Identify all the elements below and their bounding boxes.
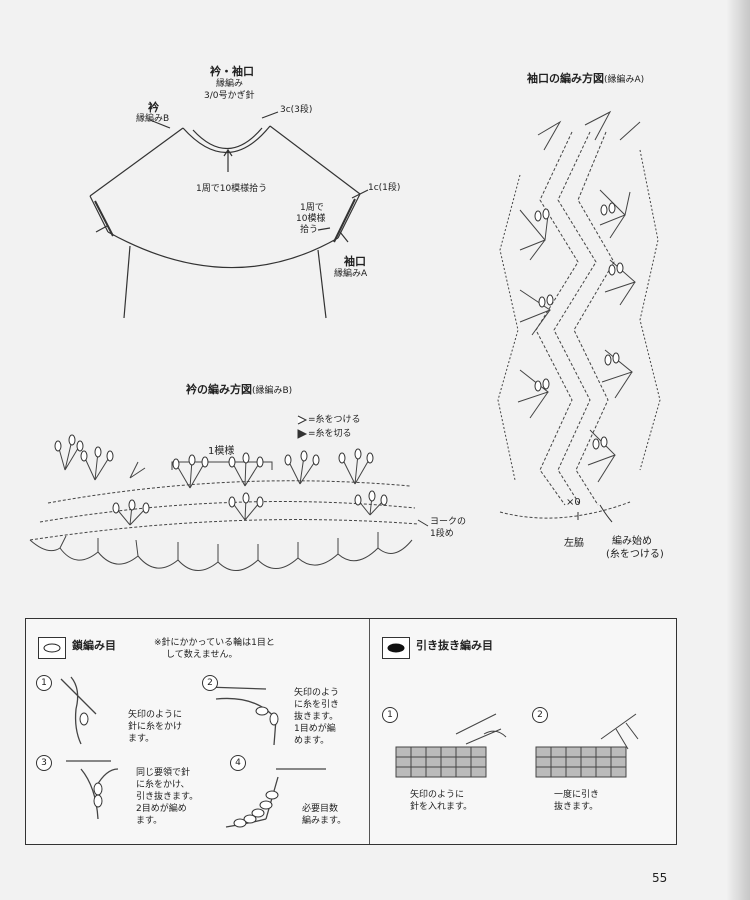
technique-panel: 鎖編み目 ※針にかかっている輪は1目と して数えません。 1 矢印のように 針に… <box>25 618 677 845</box>
chain-step-4-line-2: 編みます。 <box>302 816 347 826</box>
cuff-label: 袖口 <box>344 255 366 268</box>
page-number: 55 <box>652 871 668 885</box>
chain-step-3-line-4: 2目めが編め <box>136 804 187 814</box>
chain-note-line-1: ※針にかかっている輪は1目と <box>154 638 275 648</box>
collar-stitch-label: 縁編みB <box>136 114 170 124</box>
cuff-start-note: (糸をつける) <box>606 549 664 560</box>
chain-steps-illustration <box>60 676 326 828</box>
slip-step-2-line-1: 一度に引き <box>554 790 600 800</box>
chain-step-2-line-1: 矢印のよう <box>294 688 340 698</box>
slip-step-1-line-2: 針を入れます。 <box>410 802 473 812</box>
panel-divider <box>369 619 370 844</box>
yoke-label-line-1: ヨークの <box>430 517 467 527</box>
collar-cuff-hook: 3/0号かぎ針 <box>204 91 255 101</box>
collar-diagram-title: 衿の編み方図(縁編みB) <box>186 383 293 397</box>
repeat-label: 1模様 <box>208 446 235 457</box>
cuff-diagram-subtitle: (縁編みA) <box>604 75 645 85</box>
chain-step-3-line-3: 引き抜きます。 <box>136 792 199 802</box>
collar-label: 衿 <box>148 101 159 114</box>
cuff-pickup-line-3: 拾う <box>300 225 319 235</box>
chain-step-3-line-1: 同じ要領で針 <box>136 768 191 778</box>
chain-step-1-line-3: ます。 <box>128 734 155 744</box>
collar-cuff-title: 衿・袖口 <box>210 65 254 78</box>
collar-diagram-title-text: 衿の編み方図 <box>186 383 252 396</box>
collar-rounds-label: 3c(3段) <box>280 105 313 115</box>
cuff-start-label: 編み始め <box>612 536 652 547</box>
collar-pickup-label: 1周で10模様拾う <box>196 184 268 194</box>
cuff-rounds-label: 1c(1段) <box>368 183 401 193</box>
collar-diagram-subtitle: (縁編みB) <box>252 386 293 396</box>
collar-cuff-stitch: 縁編み <box>216 79 244 89</box>
chain-step-3-line-5: ます。 <box>136 816 163 826</box>
chain-note-line-2: して数えません。 <box>166 650 238 660</box>
chain-step-1-line-2: 針に糸をかけ <box>128 722 183 732</box>
legend-cut-label: =糸を切る <box>308 429 352 439</box>
cuff-diagram-title-text: 袖口の編み方図 <box>527 72 604 85</box>
cuff-pickup-line-2: 10模様 <box>296 214 326 224</box>
slip-stitch-title: 引き抜き編み目 <box>416 639 493 652</box>
slip-step-1-number: 1 <box>382 707 398 723</box>
chain-step-2-line-4: 1目めが編 <box>294 724 336 734</box>
chain-step-2-line-5: めます。 <box>294 736 330 746</box>
slip-stitch-symbol <box>382 637 410 659</box>
chain-step-1-number: 1 <box>36 675 52 691</box>
chain-step-3-line-2: に糸をかけ、 <box>136 780 190 790</box>
slip-oval-icon <box>387 643 405 653</box>
legend-attach-label: =糸をつける <box>308 415 361 425</box>
chain-step-2-number: 2 <box>202 675 218 691</box>
cuff-pickup-line-1: 1周で <box>300 203 324 213</box>
slip-step-1-line-1: 矢印のように <box>410 790 465 800</box>
cuff-side-label: 左脇 <box>564 538 584 549</box>
cuff-start-mark: ×0 <box>566 497 581 508</box>
page-binding-shadow <box>726 0 750 900</box>
chain-step-2-line-2: に糸を引き <box>294 700 340 710</box>
slip-step-2-number: 2 <box>532 707 548 723</box>
chain-step-4-line-1: 必要目数 <box>302 804 339 814</box>
yoke-label-line-2: 1段め <box>430 529 454 539</box>
chain-step-4-number: 4 <box>230 755 246 771</box>
chain-step-2-line-3: 抜きます。 <box>294 712 339 722</box>
slip-steps-illustration <box>395 713 639 778</box>
chain-stitch-title: 鎖編み目 <box>72 639 116 652</box>
cuff-diagram-title: 袖口の編み方図(縁編みA) <box>527 72 645 86</box>
chain-step-1-line-1: 矢印のように <box>128 710 183 720</box>
cuff-stitch-label: 縁編みA <box>334 269 368 279</box>
chain-step-3-number: 3 <box>36 755 52 771</box>
slip-step-2-line-2: 抜きます。 <box>554 802 599 812</box>
chain-oval-icon <box>43 643 61 653</box>
chain-stitch-symbol <box>38 637 66 659</box>
